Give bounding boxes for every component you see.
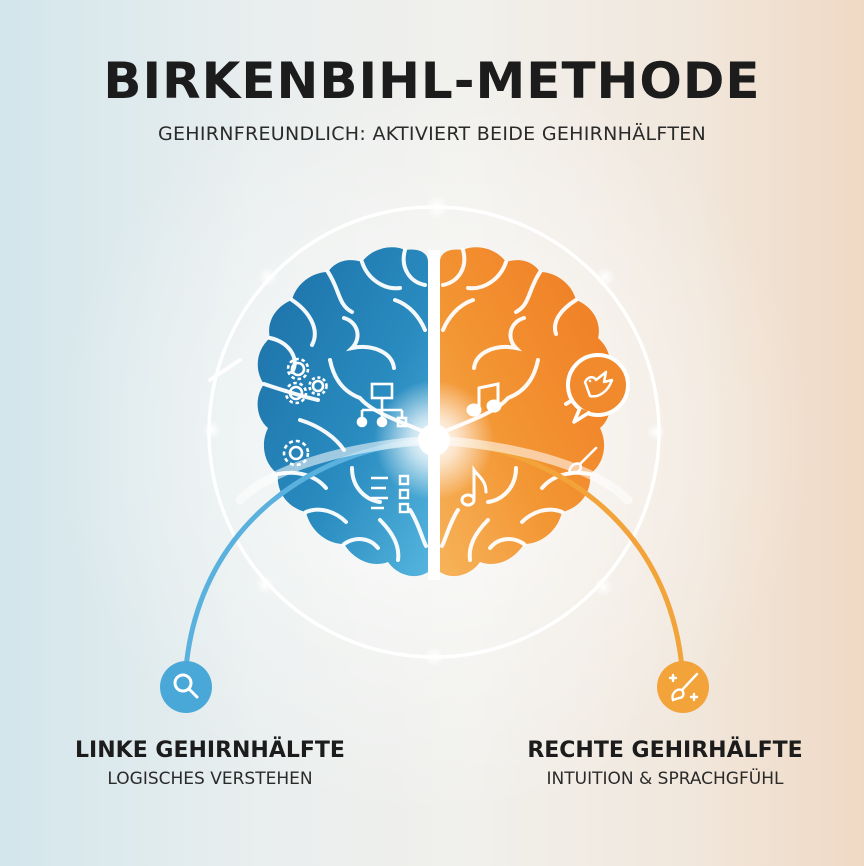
ring-sparkles — [203, 195, 665, 667]
left-hemisphere-title: LINKE GEHIRNHÄLFTE — [75, 738, 345, 763]
page-subtitle: GEHIRNFREUNDLICH: AKTIVIERT BEIDE GEHIRN… — [157, 123, 707, 145]
paintbrush-sparkle-icon — [668, 672, 699, 702]
left-badge — [160, 661, 212, 713]
right-hemisphere-title: RECHTE GEHIRHÄLFTE — [527, 738, 803, 763]
search-icon — [173, 673, 199, 699]
left-hemisphere-subtitle: LOGISCHES VERSTEHEN — [107, 769, 313, 789]
right-badge — [657, 661, 709, 713]
left-hemisphere-label: LINKE GEHIRNHÄLFTE LOGISCHES VERSTEHEN — [60, 738, 360, 789]
right-hemisphere-label: RECHTE GEHIRHÄLFTE INTUITION & SPRACHGFÜ… — [510, 738, 820, 789]
left-hemisphere — [208, 247, 428, 577]
gear-icon — [282, 439, 310, 467]
page-title: BIRKENBIHL-METHODE — [103, 52, 761, 110]
center-node — [418, 424, 450, 456]
speech-bubble-bird-icon — [566, 353, 630, 424]
right-hemisphere-subtitle: INTUITION & SPRACHGFÜHL — [546, 769, 784, 789]
gears-icon — [284, 357, 328, 405]
